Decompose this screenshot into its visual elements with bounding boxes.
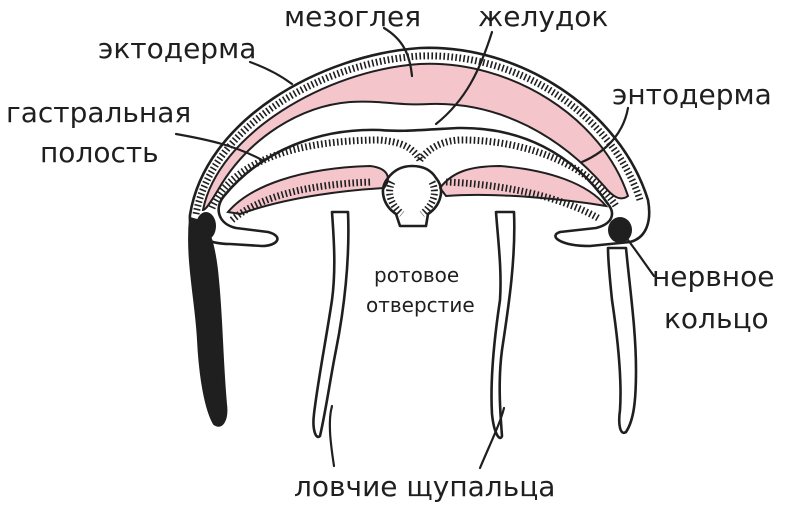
leader-tentacles-right bbox=[478, 406, 506, 470]
leader-nerve-ring bbox=[626, 238, 656, 278]
left-bell-margin bbox=[188, 216, 228, 427]
leader-entoderm bbox=[580, 106, 630, 164]
leader-ectoderm bbox=[248, 60, 294, 86]
leader-stomach bbox=[434, 30, 494, 126]
label-mouth-line2: отверстие bbox=[366, 293, 475, 317]
label-mesoglea: мезоглея bbox=[284, 0, 421, 33]
nerve-ring-node-left bbox=[196, 212, 216, 240]
inner-mesoglea-right bbox=[438, 164, 609, 208]
label-nerve-ring-line1: нервное bbox=[652, 260, 774, 293]
nerve-ring-node-right bbox=[608, 217, 632, 243]
bell-ectoderm bbox=[188, 46, 651, 248]
tentacle-1 bbox=[312, 210, 350, 439]
manubrium bbox=[381, 164, 443, 228]
label-ectoderm: эктодерма bbox=[98, 32, 256, 65]
tentacle-3 bbox=[606, 246, 638, 435]
label-nerve-ring-line2: кольцо bbox=[664, 302, 769, 335]
leader-gastral-cavity bbox=[174, 132, 264, 162]
leader-mesoglea bbox=[382, 26, 414, 78]
label-stomach: желудок bbox=[478, 0, 608, 33]
label-gastral-cavity-line1: гастральная bbox=[6, 96, 191, 129]
entoderm-lining bbox=[208, 136, 619, 223]
tentacles bbox=[312, 210, 638, 440]
leader-lines bbox=[174, 26, 656, 470]
label-gastral-cavity-line2: полость bbox=[40, 136, 159, 169]
mesoglea-layer bbox=[201, 62, 630, 212]
label-tentacles: ловчие щупальца bbox=[294, 470, 555, 503]
label-mouth-line1: ротовое bbox=[374, 263, 459, 287]
leader-tentacles-left bbox=[328, 404, 336, 468]
label-entoderm: энтодерма bbox=[612, 78, 772, 111]
tentacle-2 bbox=[490, 210, 516, 440]
